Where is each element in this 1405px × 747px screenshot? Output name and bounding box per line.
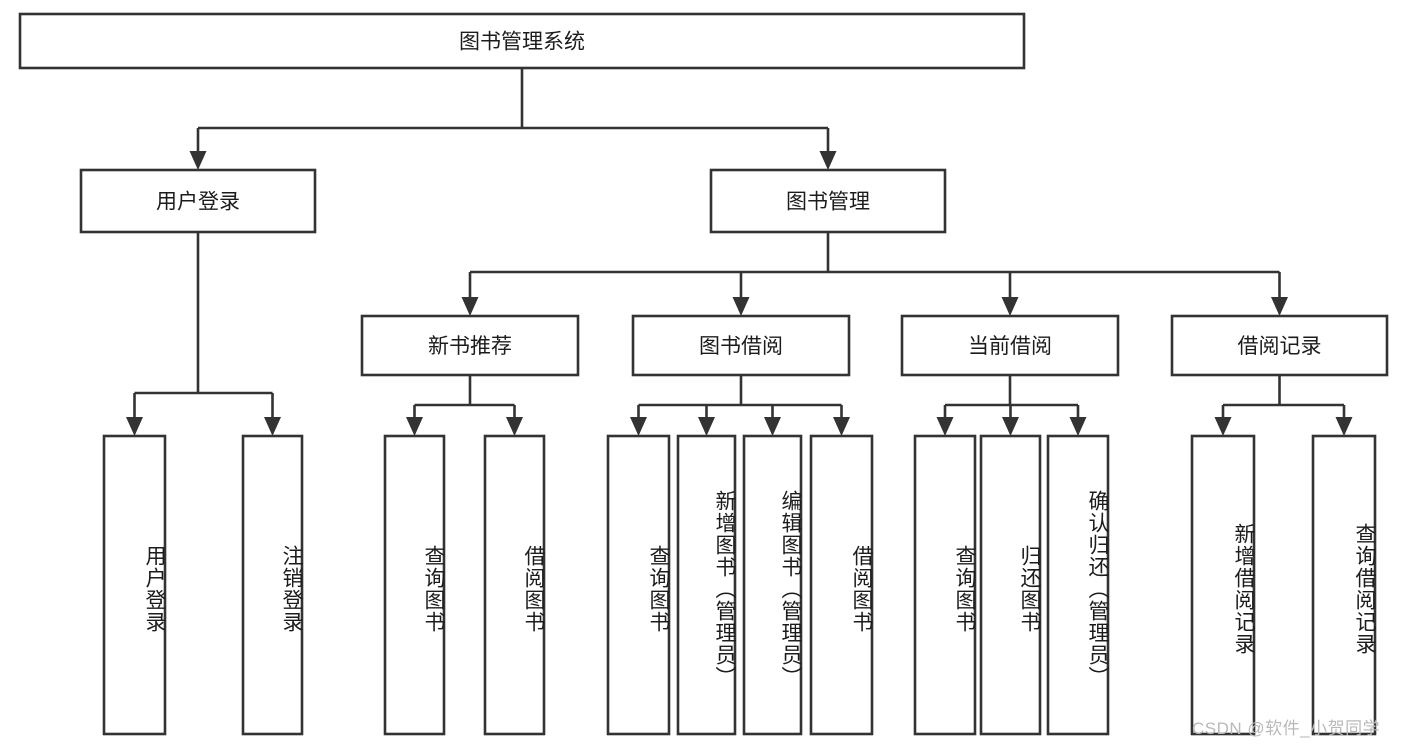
node-查询图书-box [606,434,671,736]
arrow-head-icon [1069,417,1087,436]
arrow-head-icon [264,417,281,436]
arrow-head-icon [1002,417,1019,436]
node-借阅记录-box [1170,314,1389,377]
arrow-head-icon [732,297,750,316]
node-借阅图书-box [809,434,874,736]
arrow-head-icon [819,151,837,170]
node-新书推荐-label: 新书推荐 [428,335,512,358]
arrow-head-icon [1335,417,1353,436]
node-图书借阅-box [631,314,851,377]
node-查询图书-box [383,434,446,736]
node-新增图书管理员-box [676,434,737,736]
arrow-head-icon [506,417,523,436]
connectors-layer [126,68,1353,436]
node-新书推荐-box [360,314,580,377]
arrow-head-icon [461,297,479,316]
node-借阅图书-box [483,434,546,736]
arrow-head-icon [764,417,781,436]
node-图书借阅-label: 图书借阅 [699,335,783,358]
boxes-layer [18,12,1389,736]
node-图书管理系统-label: 图书管理系统 [459,31,585,54]
node-编辑图书管理员-box [742,434,803,736]
arrow-head-icon [1001,297,1019,316]
arrow-head-icon [833,417,850,436]
node-新增借阅记录-box [1190,434,1256,736]
arrow-head-icon [189,151,207,170]
node-注销登录-box [241,434,304,736]
node-确认归还管理员-box [1046,434,1110,736]
node-用户登录-box [102,434,167,736]
node-图书管理-box [709,168,947,234]
node-查询借阅记录-box [1311,434,1377,736]
node-查询图书-box [913,434,977,736]
csdn-watermark: CSDN @软件_小贺同学 [1192,719,1381,738]
node-图书管理系统-box [18,12,1026,70]
arrow-head-icon [630,417,647,436]
node-用户登录-box [79,168,317,234]
node-借阅记录-label: 借阅记录 [1238,335,1322,358]
arrow-head-icon [406,417,423,436]
node-当前借阅-box [900,314,1120,377]
node-图书管理-label: 图书管理 [786,191,870,214]
node-归还图书-box [979,434,1042,736]
arrow-head-icon [1214,417,1232,436]
arrow-head-icon [698,417,715,436]
node-当前借阅-label: 当前借阅 [968,335,1052,358]
node-用户登录-label: 用户登录 [156,191,240,214]
arrow-head-icon [1271,297,1288,316]
arrow-head-icon [126,417,143,436]
arrow-head-icon [936,417,954,436]
